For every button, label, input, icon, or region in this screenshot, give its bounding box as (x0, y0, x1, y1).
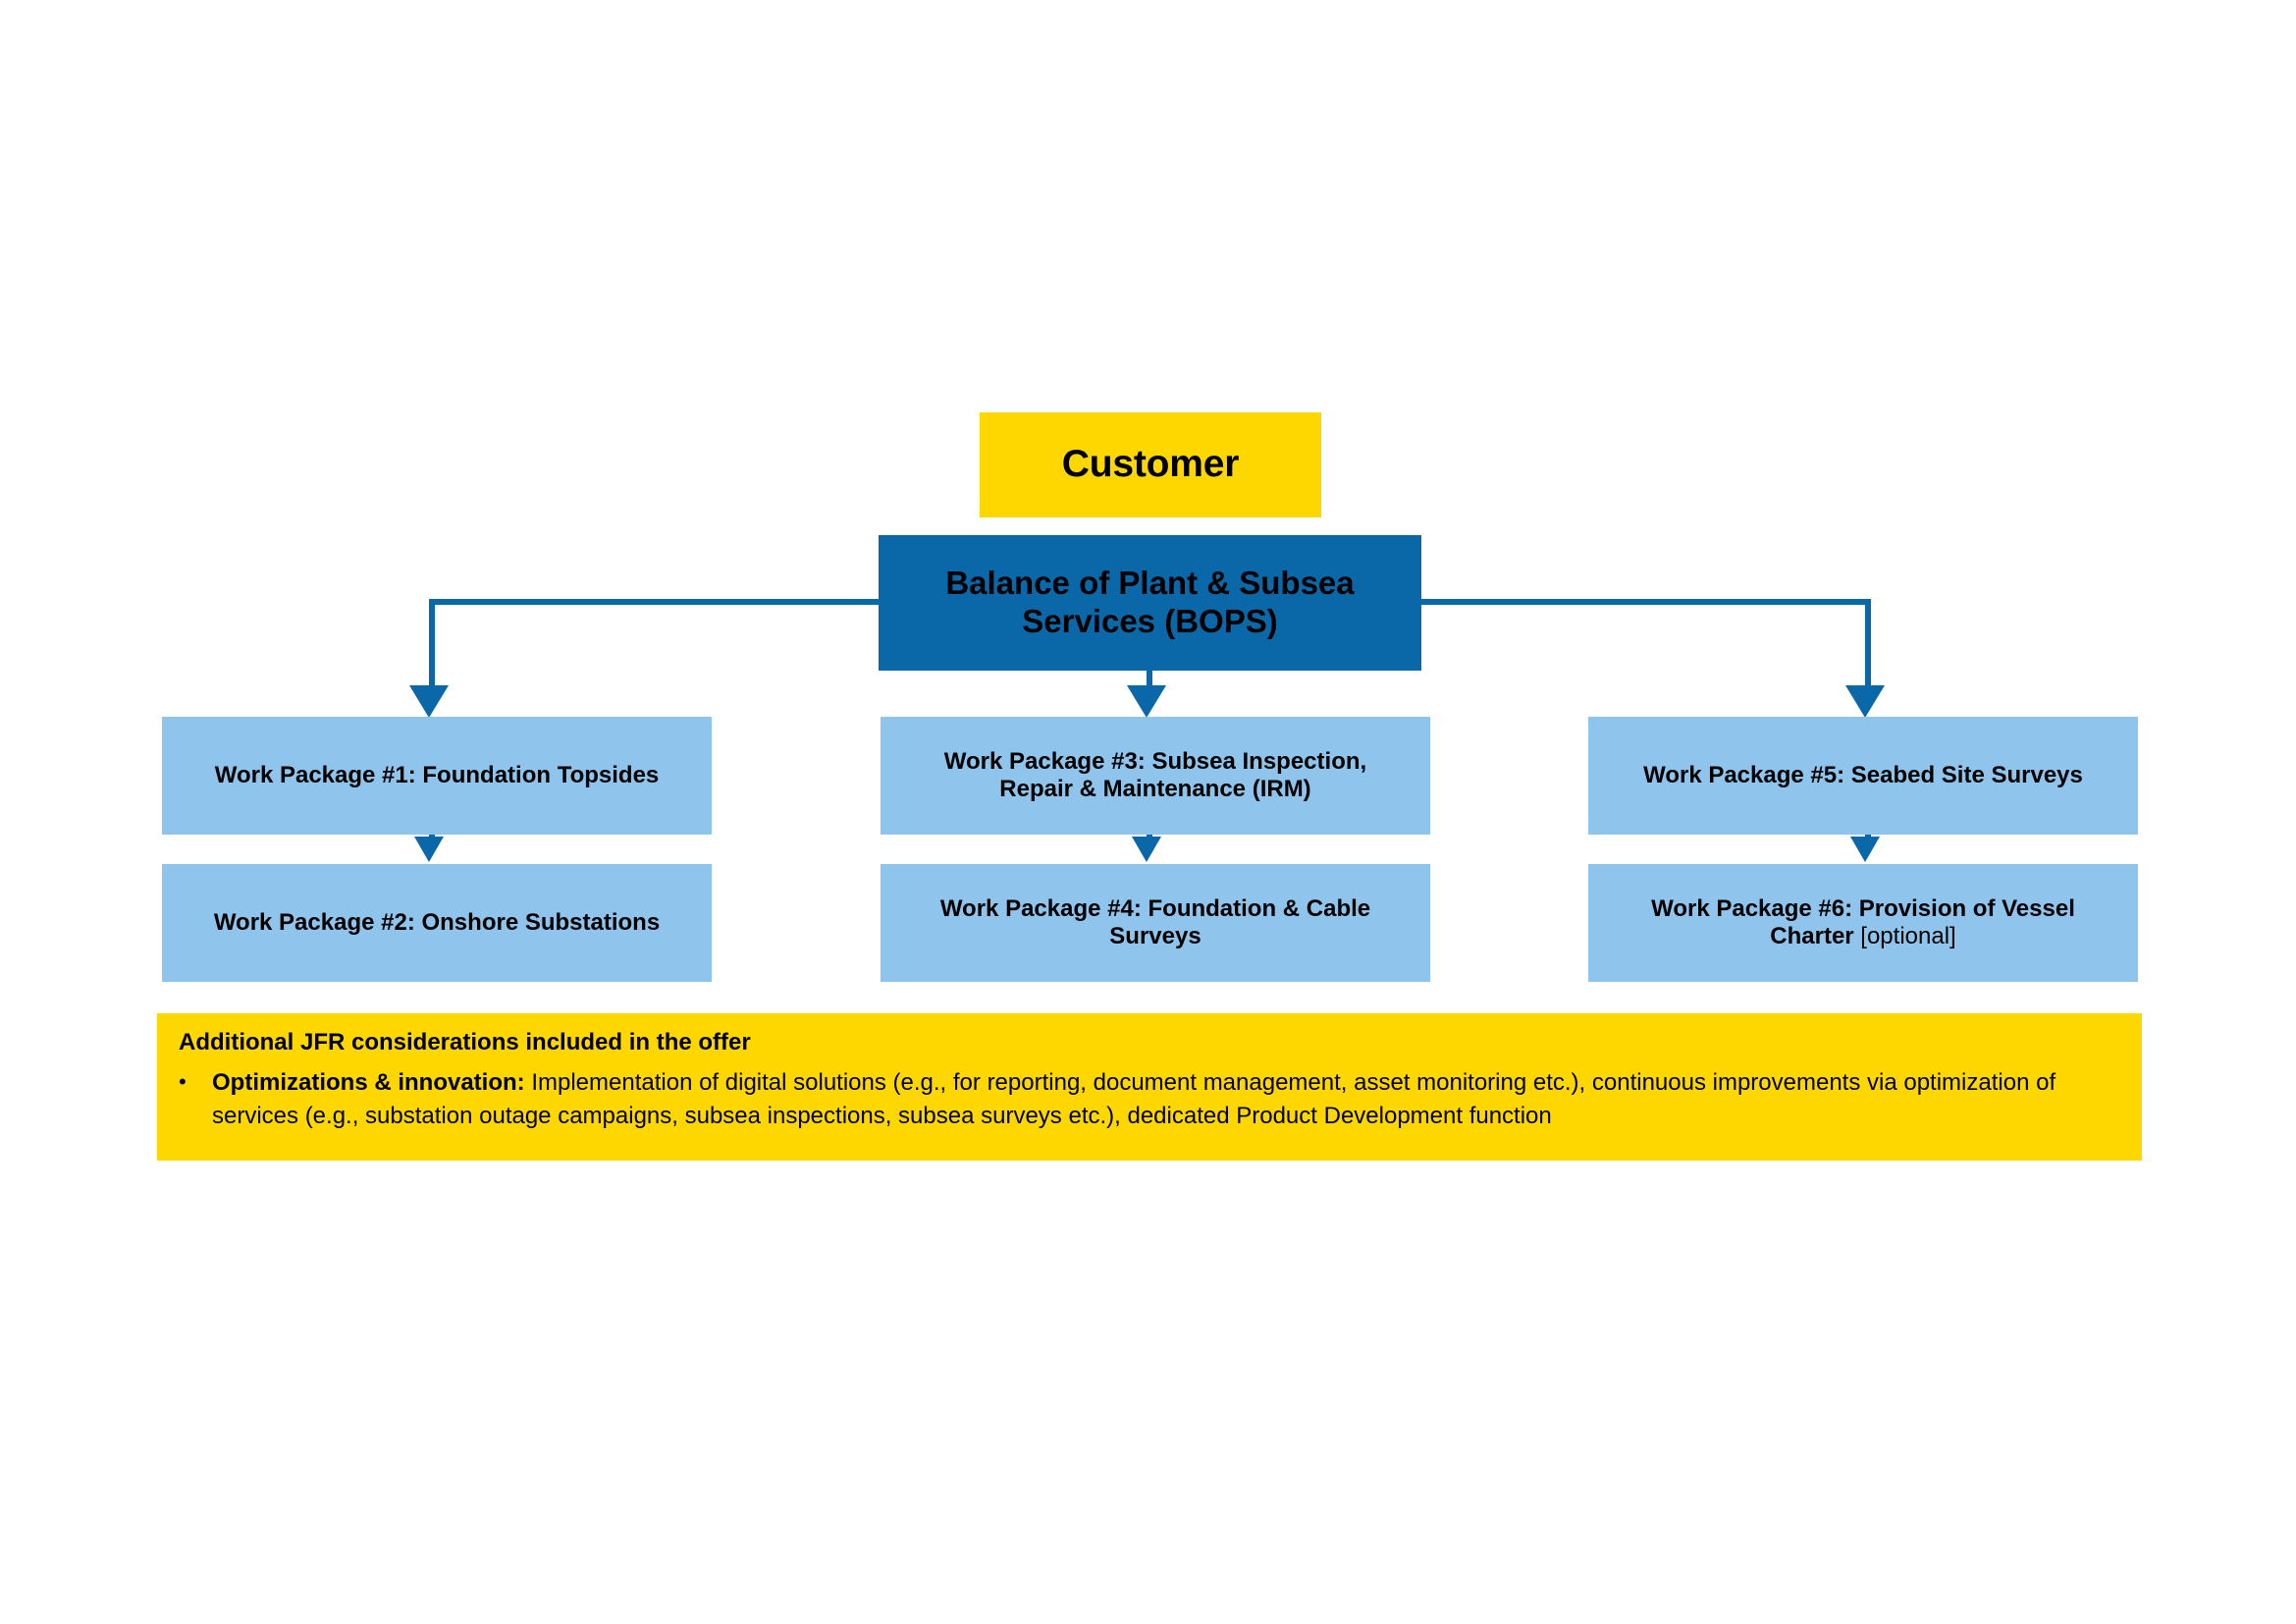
wp6-optional-tag: [optional] (1853, 923, 1956, 949)
wp2-line-1: Work Package #2: Onshore Substations (213, 908, 661, 936)
connector-drop-middle (1147, 671, 1152, 690)
work-package-box-4: Work Package #4: Foundation & Cable Surv… (881, 864, 1430, 982)
bops-box: Balance of Plant & Subsea Services (BOPS… (879, 535, 1421, 671)
work-package-box-6: Work Package #6: Provision of Vessel Cha… (1588, 864, 2138, 982)
wp5-line-1: Work Package #5: Seabed Site Surveys (1643, 761, 2083, 788)
note-bullet-body: Optimizations & innovation: Implementati… (212, 1066, 2120, 1131)
arrow-head-icon-left-row1 (409, 685, 449, 718)
bullet-point-icon: • (179, 1069, 187, 1095)
connector-drop-right (1865, 599, 1871, 689)
arrow-head-icon-middle-row1 (1127, 685, 1166, 718)
bops-line-1: Balance of Plant & Subsea (945, 565, 1355, 602)
wp1-line-1: Work Package #1: Foundation Topsides (214, 761, 660, 788)
wp3-line-1: Work Package #3: Subsea Inspection, (943, 747, 1367, 775)
arrow-head-icon-right-row2 (1850, 837, 1880, 862)
work-package-box-2: Work Package #2: Onshore Substations (162, 864, 712, 982)
wp3-line-2: Repair & Maintenance (IRM) (999, 776, 1311, 802)
arrow-head-icon-middle-row2 (1132, 837, 1161, 862)
wp4-line-2: Surveys (1109, 923, 1201, 949)
bops-line-2: Services (BOPS) (1022, 603, 1278, 639)
additional-considerations-note: Additional JFR considerations included i… (157, 1013, 2142, 1161)
note-title: Additional JFR considerations included i… (179, 1029, 751, 1056)
arrow-head-icon-right-row1 (1845, 685, 1885, 718)
note-bullet-item: • Optimizations & innovation: Implementa… (179, 1066, 2120, 1131)
work-package-box-5: Work Package #5: Seabed Site Surveys (1588, 717, 2138, 835)
work-package-box-3: Work Package #3: Subsea Inspection, Repa… (881, 717, 1430, 835)
connector-bus-right (1417, 599, 1871, 605)
wp6-line-2: Charter (1770, 923, 1854, 949)
customer-box: Customer (980, 412, 1321, 517)
wp6-line-1: Work Package #6: Provision of Vessel (1651, 894, 2075, 922)
connector-drop-left (429, 599, 435, 689)
connector-bus-left (429, 599, 882, 605)
note-bullet-lead: Optimizations & innovation: (212, 1069, 525, 1097)
note-bullet-detail: Implementation of digital solutions (e.g… (212, 1069, 2056, 1129)
work-package-box-1: Work Package #1: Foundation Topsides (162, 717, 712, 835)
arrow-head-icon-left-row2 (414, 837, 444, 862)
wp4-line-1: Work Package #4: Foundation & Cable (939, 894, 1371, 922)
